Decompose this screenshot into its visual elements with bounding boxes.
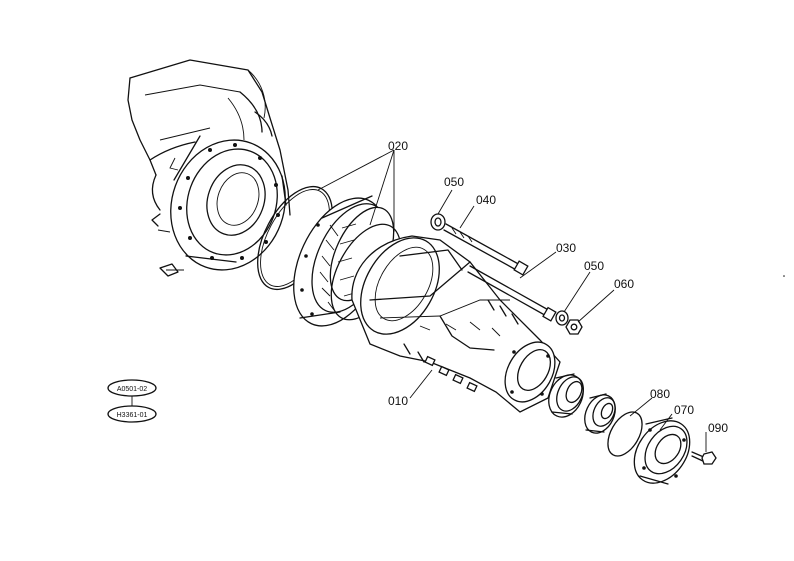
bearing-inner	[584, 393, 616, 434]
nut-050-upper	[430, 213, 446, 231]
reference-tags: A0501-02 H3361-01	[107, 379, 157, 423]
callout-070: 070	[674, 403, 694, 417]
stray-mark	[783, 275, 785, 277]
nut-060	[565, 319, 583, 335]
reference-tag-2	[107, 405, 157, 423]
washer-050-lower	[555, 310, 569, 326]
bearing-cover-070	[633, 417, 691, 485]
final-drive-case	[351, 235, 561, 413]
callout-labels: 020 050 040 030 050 060 010 080 070 090	[388, 139, 728, 435]
long-stud-030	[467, 265, 557, 322]
callout-020: 020	[388, 139, 408, 153]
leader-lines	[317, 149, 707, 452]
callout-090: 090	[708, 421, 728, 435]
callout-080: 080	[650, 387, 670, 401]
case-studs	[424, 355, 478, 393]
callout-030: 030	[556, 241, 576, 255]
callout-040: 040	[476, 193, 496, 207]
callout-010: 010	[388, 394, 408, 408]
callout-050-lower: 050	[584, 259, 604, 273]
bolt-090	[691, 451, 717, 465]
engine-housing	[127, 59, 291, 277]
long-stud-040	[443, 223, 529, 276]
callout-050-upper: 050	[444, 175, 464, 189]
o-ring-080	[607, 411, 643, 457]
reference-tag-1-text: A0501-02	[117, 386, 147, 393]
bearing-outer	[548, 373, 584, 418]
reference-tag-2-text: H3361-01	[117, 412, 148, 419]
bell-housing-flange	[170, 135, 287, 271]
callout-060: 060	[614, 277, 634, 291]
